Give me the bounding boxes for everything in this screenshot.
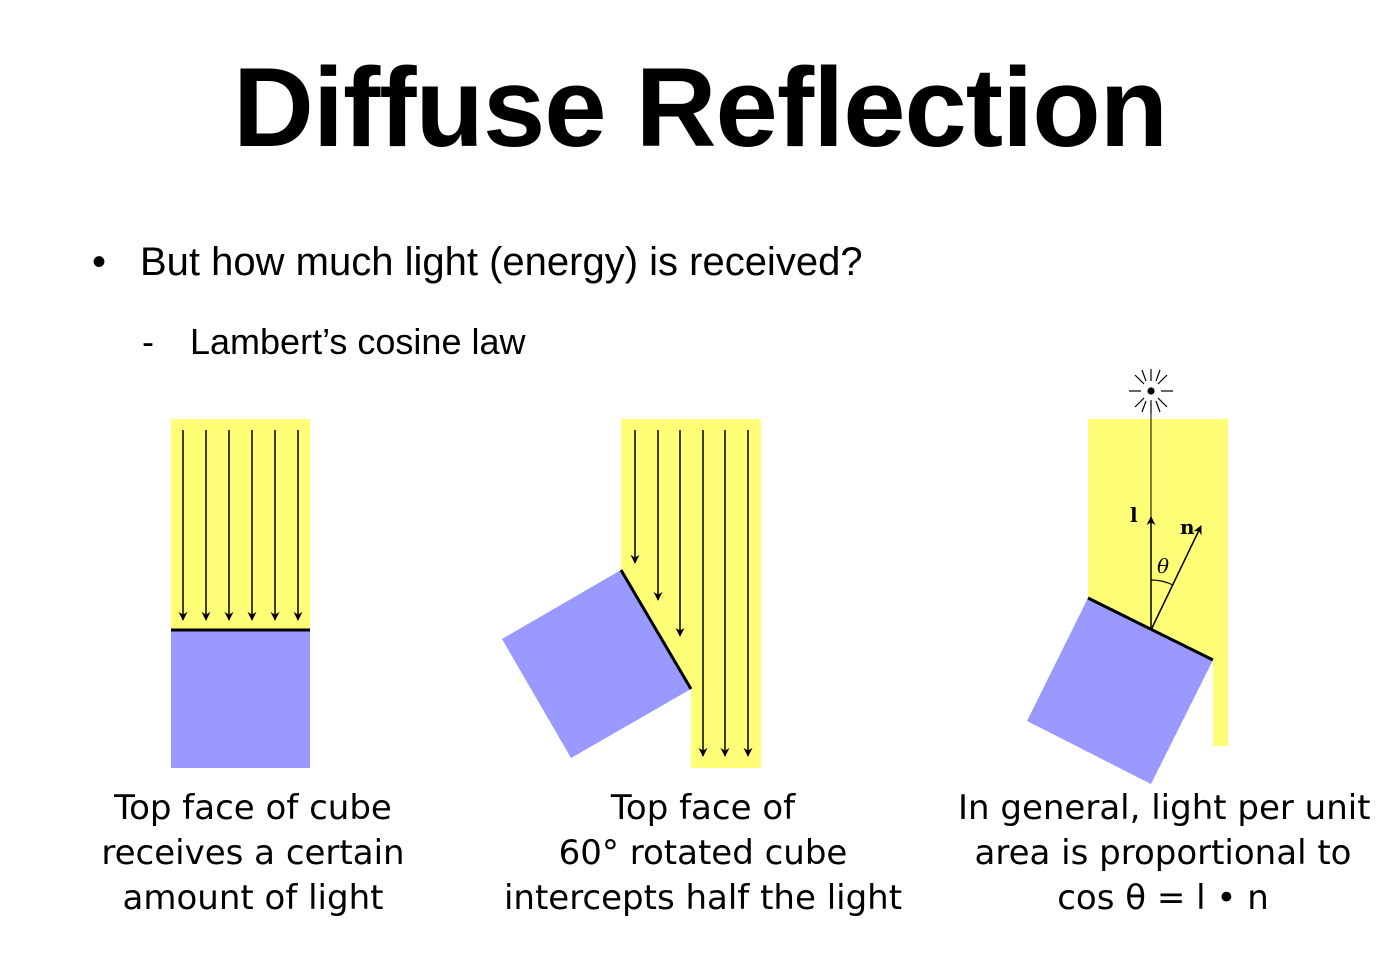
figure-rotated-cube [502,419,761,768]
slide-title: Diffuse Reflection [232,45,1168,170]
caption-line: Top face of cube [114,788,392,828]
figure-general-angle: l n θ [1027,369,1228,784]
light-rays [630,430,753,757]
figure-straight-cube [171,419,310,768]
cube [1027,598,1213,784]
sub-bullet-marker: - [142,321,154,362]
caption-line: 60° rotated cube [558,833,848,873]
bullet-marker: • [92,240,107,284]
caption-line: cos θ = l • n [1057,878,1269,918]
cube [171,630,310,768]
caption-line: area is proportional to [974,833,1352,873]
sun-burst-icon [1129,369,1173,413]
caption-line: intercepts half the light [503,878,903,918]
light-vector-label: l [1130,503,1138,527]
caption-line: In general, light per unit [958,788,1371,828]
caption-general-angle: In general, light per unit area is propo… [958,786,1371,921]
caption-line: Top face of [610,788,796,828]
angle-arc [1150,579,1174,586]
normal-vector-label: n [1180,515,1195,539]
light-rays [178,430,303,621]
normal-vector-arrow [1150,525,1202,631]
light-beam [171,419,310,630]
caption-rotated-cube: Top face of 60° rotated cube intercepts … [503,786,903,921]
cube [502,570,691,758]
light-beam [1088,419,1228,746]
caption-line: amount of light [122,878,384,918]
caption-line: receives a certain [101,833,405,873]
sub-bullet-text: Lambert’s cosine law [190,321,526,362]
top-face-edge [619,569,693,690]
light-beam [621,419,761,768]
caption-straight-cube: Top face of cube receives a certain amou… [93,786,413,921]
bullet-text: But how much light (energy) is received? [140,240,863,284]
theta-label: θ [1157,554,1169,578]
